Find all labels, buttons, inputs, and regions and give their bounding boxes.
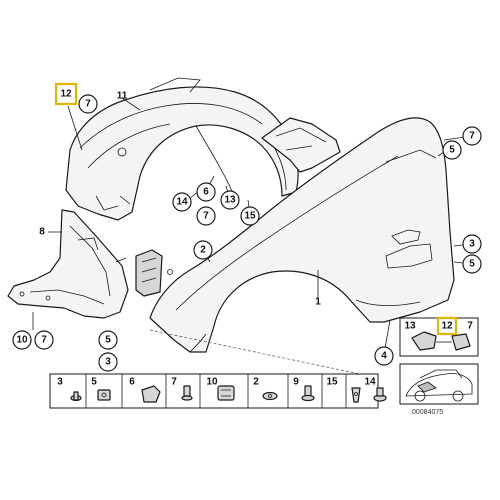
speed-nut-icon (217, 385, 235, 401)
callout-label: 5 (469, 259, 475, 270)
fastener-strip-frame (49, 373, 379, 409)
callout-label: 2 (200, 245, 206, 256)
inset-label: 7 (467, 321, 473, 332)
washer-icon (262, 391, 278, 401)
front-fender (149, 117, 455, 375)
callouts: 12 7 11 8 6 7 13 15 14 2 1 7 5 3 5 4 10 … (12, 82, 482, 388)
splash-shield (261, 117, 341, 173)
inset-highlight-12 (436, 316, 458, 336)
grommet-icon (373, 387, 387, 402)
expansion-rivet-icon (351, 387, 361, 403)
fastener-label: 15 (326, 377, 338, 388)
fastener-label: 9 (293, 377, 299, 388)
callout-label: 14 (176, 197, 188, 208)
wheel-arch-liner-front (7, 209, 129, 319)
bolt-icon (301, 385, 315, 402)
callout-label: 7 (41, 335, 47, 346)
car-thumbnail (399, 363, 479, 405)
callout-label: 3 (105, 357, 111, 368)
callout-label: 11 (117, 91, 128, 102)
callout-label: 7 (85, 99, 91, 110)
fastener-label: 3 (57, 377, 63, 388)
fastener-strip (49, 373, 387, 409)
callout-label: 6 (203, 187, 209, 198)
fastener-label: 2 (253, 377, 259, 388)
callout-label: 1 (315, 297, 321, 308)
inset-label: 13 (404, 321, 416, 332)
callout-label: 7 (203, 211, 209, 222)
fastener-label: 10 (206, 377, 218, 388)
callout-label: 5 (105, 335, 111, 346)
wheel-arch-liner-upper (65, 77, 299, 221)
fastener-label: 5 (91, 377, 97, 388)
callout-label: 5 (449, 145, 455, 156)
callout-label: 4 (381, 351, 387, 362)
push-rivet-icon (181, 385, 193, 401)
callout-label: 10 (16, 335, 28, 346)
inset-label: 12 (441, 321, 453, 332)
mount-bracket (135, 249, 173, 297)
clip-nut-icon (97, 389, 111, 401)
callout-label: 7 (469, 131, 475, 142)
callout-label: 13 (224, 195, 236, 206)
callout-label: 12 (60, 89, 72, 100)
callout-label: 15 (244, 211, 256, 222)
fastener-label: 7 (171, 377, 177, 388)
diagram-code: 00084075 (412, 409, 443, 416)
fastener-label: 14 (364, 377, 376, 388)
clip-bracket-icon (141, 385, 161, 403)
callout-highlight-12-top (54, 82, 78, 106)
callout-label: 3 (469, 239, 475, 250)
screw-icon (70, 391, 82, 402)
fastener-label: 6 (129, 377, 135, 388)
callout-label: 8 (39, 227, 45, 238)
